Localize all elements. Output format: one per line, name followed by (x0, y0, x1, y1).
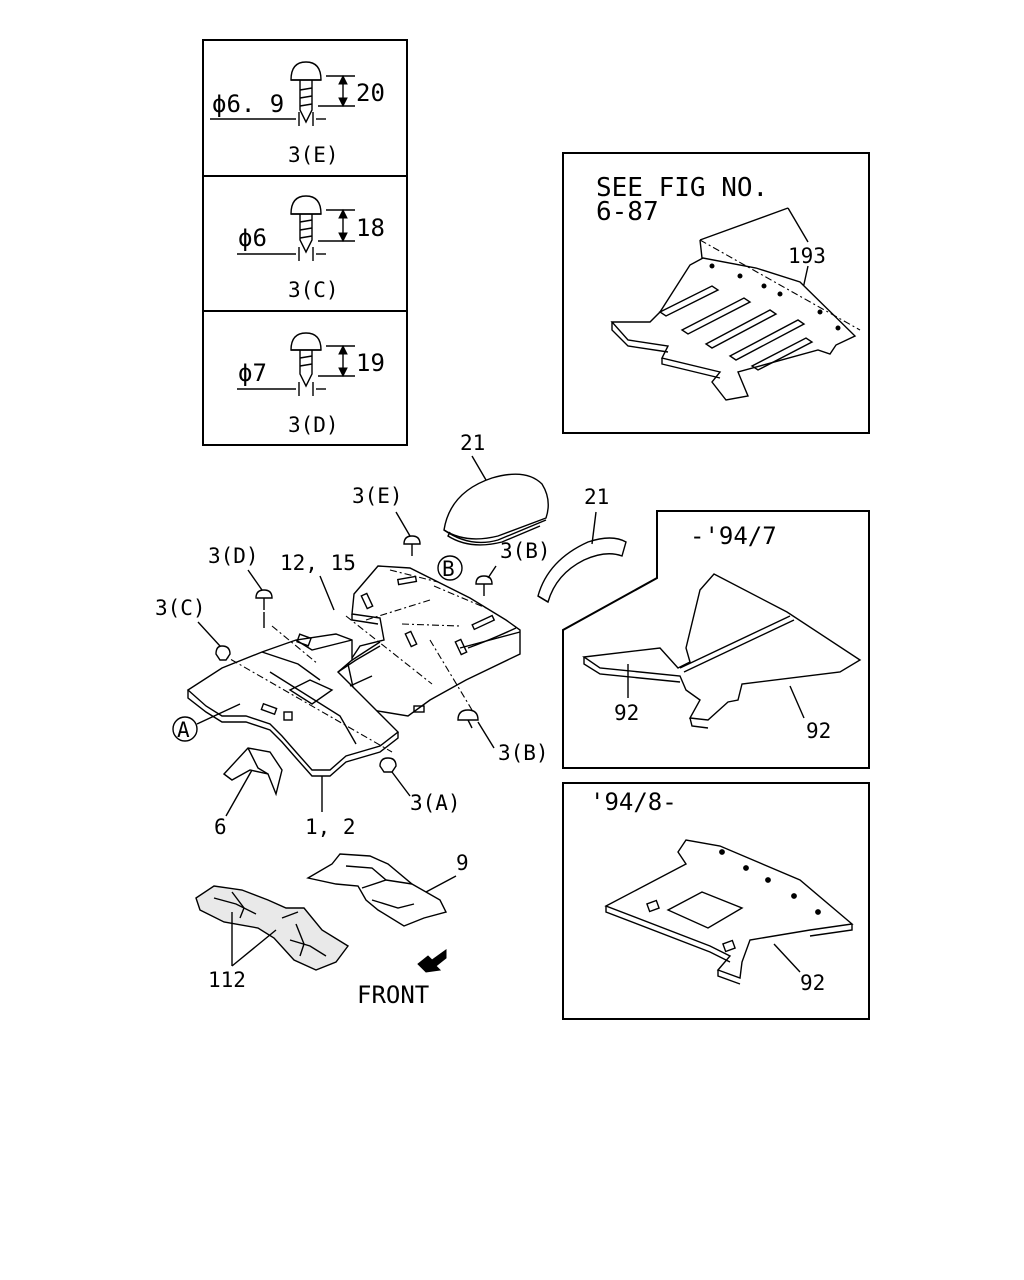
late-part-92: 92 (800, 971, 825, 995)
insulator-9 (306, 853, 448, 927)
marker-b-label: B (442, 557, 455, 581)
label-front: FRONT (357, 981, 429, 1009)
inset-early: -'94/7 92 92 (562, 510, 870, 769)
early-range: -'94/7 (690, 522, 777, 550)
marker-a: A (172, 703, 241, 742)
front-arrow-icon (417, 949, 447, 973)
fastener-e-code: 3(E) (288, 143, 339, 167)
fastener-e-length: 20 (356, 79, 385, 107)
see-fig-part-193: 193 (788, 244, 826, 268)
label-clip-3c: 3(C) (155, 596, 206, 620)
fastener-d-length: 19 (356, 349, 385, 377)
inset-late: '94/8- 92 (562, 782, 870, 1020)
fastener-c-diameter: ϕ6 (238, 224, 267, 252)
clip-3c-icon (215, 645, 231, 661)
early-part-92-right: 92 (806, 719, 831, 743)
floor-panel-193 (610, 239, 861, 401)
wheel-house-pad-21-side (537, 537, 627, 604)
fastener-c-detail: ϕ6 18 3(C) (237, 195, 385, 302)
main-exploded-view: 21 21 (155, 431, 627, 1009)
fastener-d-detail: ϕ7 19 3(D) (237, 332, 385, 437)
clip-3a-icon (379, 757, 397, 773)
fastener-table: ϕ6. 9 20 3(E) ϕ6 18 3(C (202, 39, 408, 446)
see-fig-line2: 6-87 (596, 197, 659, 227)
label-clip-3e: 3(E) (352, 484, 403, 508)
fastener-c-length: 18 (356, 214, 385, 242)
label-clip-3a: 3(A) (410, 791, 461, 815)
rear-carpet-12-15 (345, 565, 521, 717)
clip-c-icon (290, 195, 322, 254)
insulator-112 (195, 885, 350, 971)
front-carpet-1-2 (186, 633, 400, 777)
label-insulator-112: 112 (208, 968, 246, 992)
fastener-d-diameter: ϕ7 (238, 359, 267, 387)
clip-3b-top-icon (475, 575, 493, 596)
label-clip-3b-bottom: 3(B) (498, 741, 549, 765)
label-carpet-1-2: 1, 2 (305, 815, 356, 839)
clip-3d-icon (255, 589, 273, 610)
late-range: '94/8- (590, 788, 677, 816)
fastener-c-code: 3(C) (288, 278, 339, 302)
clip-3e-icon (403, 535, 421, 556)
see-fig-line1: SEE FIG NO. (596, 173, 768, 203)
fastener-d-code: 3(D) (288, 413, 339, 437)
inset-see-fig: SEE FIG NO. 6-87 193 (562, 152, 870, 434)
label-21-side: 21 (584, 485, 609, 509)
label-carpet-12-15: 12, 15 (280, 551, 356, 575)
clip-e-icon (290, 61, 322, 124)
label-bracket-6: 6 (214, 815, 227, 839)
marker-a-label: A (177, 718, 190, 742)
floor-panel-92-late (604, 839, 854, 985)
wheel-house-pad-21-top (443, 473, 549, 546)
fastener-e-diameter: ϕ6. 9 (212, 90, 284, 118)
label-clip-3d: 3(D) (208, 544, 259, 568)
fastener-e-detail: ϕ6. 9 20 3(E) (210, 61, 385, 167)
clip-3b-bottom-icon (457, 709, 479, 729)
floor-panel-92-early (582, 573, 862, 729)
bracket-6 (222, 747, 283, 797)
label-21-top: 21 (460, 431, 485, 455)
marker-b: B (437, 555, 463, 581)
early-part-92-left: 92 (614, 701, 639, 725)
clip-d-icon (290, 332, 322, 388)
label-insulator-9: 9 (456, 851, 469, 875)
label-clip-3b-top: 3(B) (500, 539, 551, 563)
